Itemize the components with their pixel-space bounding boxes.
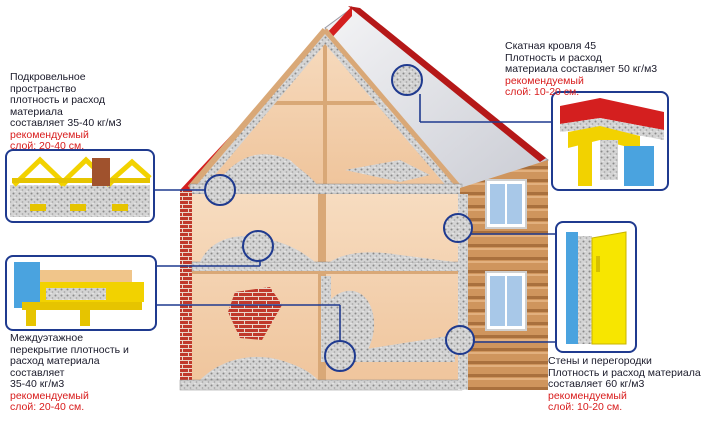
- callout-floor-text: Междуэтажное перекрытие плотность и расх…: [10, 332, 160, 414]
- magnifier-partition: [324, 340, 356, 372]
- callout-text-line: материала составляет 50 кг/м3: [505, 63, 658, 75]
- magnifier-attic: [204, 174, 236, 206]
- callout-text-line: пространство: [10, 82, 77, 95]
- callout-attic-text: Подкровельное пространство плотность и р…: [10, 71, 160, 153]
- detail-panel-roof: [551, 91, 669, 191]
- callout-recommended-line: рекомендуемый: [10, 389, 89, 402]
- detail-panel-walls: [555, 221, 637, 353]
- magnifier-roof: [391, 64, 423, 96]
- detail-panel-attic: [5, 149, 155, 223]
- magnifier-wall-lower: [445, 325, 475, 355]
- callout-roof-text: Скатная кровля 45 Плотность и расход мат…: [505, 40, 717, 99]
- window-lower: [485, 271, 527, 331]
- magnifier-floor: [242, 230, 274, 262]
- callout-recommended-line: слой: 20-40 см.: [10, 401, 85, 413]
- callout-text-line: составляет 60 кг/м3: [548, 378, 645, 390]
- callout-recommended-line: рекомендуемый: [548, 389, 627, 402]
- magnifier-wall-upper: [443, 213, 473, 243]
- brick-fragment: [228, 287, 282, 340]
- callout-text-line: Скатная кровля 45: [505, 40, 597, 52]
- leader-lines: [153, 94, 556, 346]
- callout-recommended-line: слой: 10-20 см.: [548, 401, 623, 413]
- callout-text-line: составляет 35-40 кг/м3: [10, 117, 122, 129]
- callout-recommended-line: рекомендуемый: [505, 74, 584, 87]
- callout-text-line: расход материала: [10, 355, 100, 367]
- callout-walls-text: Стены и перегородки Плотность и расход м…: [548, 355, 718, 414]
- brick-wall-left: [180, 190, 192, 390]
- callout-text-line: Стены и перегородки: [548, 355, 652, 367]
- callout-text-line: Плотность и расход: [505, 51, 602, 64]
- callout-text-line: составляет: [10, 366, 65, 379]
- callout-recommended-line: рекомендуемый: [10, 128, 89, 141]
- window-upper: [485, 179, 527, 229]
- roof-insulation: [325, 34, 455, 188]
- roof-edge-top: [348, 6, 546, 162]
- callout-text-line: Междуэтажное: [10, 332, 84, 344]
- callout-text-line: Плотность и расход материала: [548, 366, 701, 379]
- callout-text-line: материала: [10, 105, 63, 118]
- callout-text-line: Подкровельное: [10, 71, 86, 83]
- callout-recommended-line: слой: 20-40 см.: [10, 140, 85, 152]
- callout-recommended-line: слой: 10-20 см.: [505, 86, 580, 98]
- callout-text-line: перекрытие плотность и: [10, 343, 129, 356]
- interfloor-slab: [191, 261, 461, 273]
- detail-panel-floor: [5, 255, 157, 331]
- callout-text-line: плотность и расход: [10, 94, 106, 106]
- callout-text-line: 35-40 кг/м3: [10, 378, 65, 390]
